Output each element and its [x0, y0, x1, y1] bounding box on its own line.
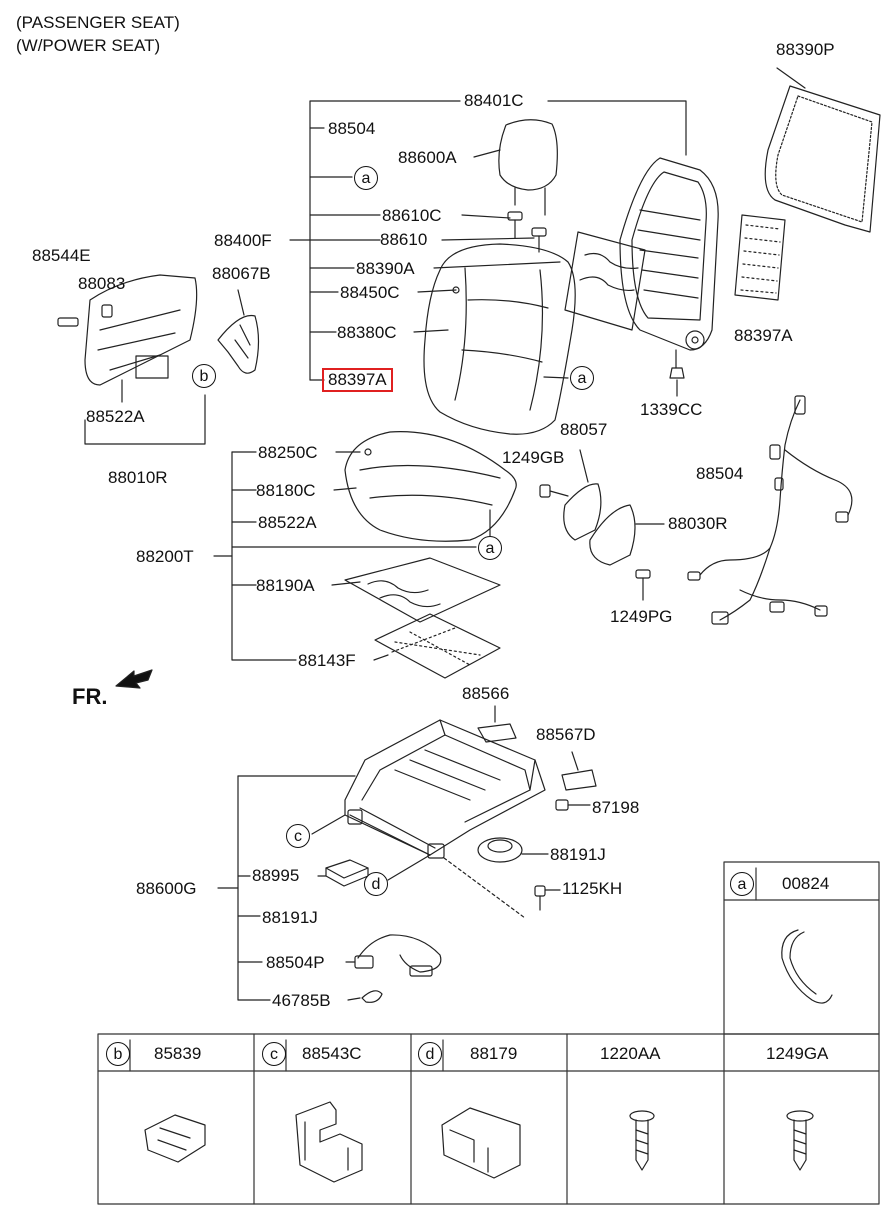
- diagram-title-line1: (PASSENGER SEAT): [16, 13, 180, 32]
- cover-88067B-drawing: [217, 289, 260, 374]
- legend-a-part[interactable]: 00824: [782, 874, 830, 893]
- part-88180C[interactable]: 88180C: [256, 481, 316, 500]
- module-88995-drawing: [325, 859, 369, 887]
- legend-screw-1220AA: [629, 1110, 655, 1171]
- callout-d-track: d: [364, 872, 388, 896]
- part-88567D[interactable]: 88567D: [536, 725, 596, 744]
- part-88191J-a[interactable]: 88191J: [550, 845, 606, 864]
- part-88600A[interactable]: 88600A: [398, 148, 457, 167]
- part-88566[interactable]: 88566: [462, 684, 510, 703]
- part-88544E[interactable]: 88544E: [32, 246, 91, 265]
- part-88083[interactable]: 88083: [78, 274, 126, 293]
- part-88610[interactable]: 88610: [380, 230, 428, 249]
- callout-a-seatback: a: [354, 166, 378, 190]
- legend-clip-88543C: [295, 1101, 363, 1183]
- part-88190A[interactable]: 88190A: [256, 576, 315, 595]
- side-cover-right-drawing: [539, 449, 665, 601]
- part-88390P[interactable]: 88390P: [776, 40, 835, 59]
- part-88522A-mid[interactable]: 88522A: [258, 513, 317, 532]
- side-shield-drawing: [57, 274, 206, 445]
- part-88600G[interactable]: 88600G: [136, 879, 197, 898]
- front-arrow-drawing: [115, 669, 153, 689]
- legend-table-lines: [97, 861, 880, 1205]
- part-88995[interactable]: 88995: [252, 866, 300, 885]
- seat-cushion-drawing: [344, 431, 517, 542]
- part-88397A-highlighted[interactable]: 88397A: [322, 368, 393, 392]
- legend-clip-88179: [441, 1107, 521, 1179]
- diagram-title-line2: (W/POWER SEAT): [16, 36, 161, 55]
- mesh-pad-88143F-drawing: [374, 613, 501, 679]
- part-88380C[interactable]: 88380C: [337, 323, 397, 342]
- track-bracket-lines: [217, 775, 431, 1001]
- front-direction-label: FR.: [72, 684, 108, 709]
- part-1125KH[interactable]: 1125KH: [562, 879, 623, 898]
- part-88504P[interactable]: 88504P: [266, 953, 325, 972]
- seatback-cushion-drawing: [423, 243, 576, 435]
- legend-f-part[interactable]: 1249GA: [766, 1044, 829, 1063]
- part-1339CC[interactable]: 1339CC: [640, 400, 703, 419]
- part-88143F[interactable]: 88143F: [298, 651, 356, 670]
- legend-a-letter: a: [730, 872, 754, 896]
- seat-pad-drawing: [344, 557, 501, 623]
- part-88057[interactable]: 88057: [560, 420, 608, 439]
- back-panel-drawing: [764, 67, 881, 233]
- harness-88504P-drawing: [354, 934, 442, 977]
- legend-b-part[interactable]: 85839: [154, 1044, 202, 1063]
- lumbar-pad-drawing: [564, 231, 646, 331]
- headrest-drawing: [498, 119, 558, 216]
- legend-clip-85839: [144, 1114, 206, 1163]
- nut-1339CC-drawing: [669, 367, 685, 397]
- part-88030R[interactable]: 88030R: [668, 514, 728, 533]
- part-88010R[interactable]: 88010R: [108, 468, 168, 487]
- part-88610C[interactable]: 88610C: [382, 206, 442, 225]
- callout-b-shield: b: [192, 364, 216, 388]
- part-88522A-left[interactable]: 88522A: [86, 407, 145, 426]
- part-88504-top[interactable]: 88504: [328, 119, 376, 138]
- part-88450C[interactable]: 88450C: [340, 283, 400, 302]
- part-87198[interactable]: 87198: [592, 798, 640, 817]
- seatback-bracket-lines: [289, 100, 687, 381]
- legend-b-letter: b: [106, 1042, 130, 1066]
- part-88200T[interactable]: 88200T: [136, 547, 194, 566]
- part-1249PG[interactable]: 1249PG: [610, 607, 673, 626]
- part-88504-right[interactable]: 88504: [696, 464, 744, 483]
- legend-e-part[interactable]: 1220AA: [600, 1044, 661, 1063]
- legend-wire-clip-00824: [781, 929, 833, 1004]
- legend-d-letter: d: [418, 1042, 442, 1066]
- part-88401C[interactable]: 88401C: [464, 91, 524, 110]
- part-88397A-right[interactable]: 88397A: [734, 326, 793, 345]
- part-46785B[interactable]: 46785B: [272, 991, 331, 1010]
- seatback-frame-drawing: [619, 157, 719, 369]
- clip-46785B-drawing: [361, 990, 383, 1003]
- part-88067B[interactable]: 88067B: [212, 264, 271, 283]
- wiring-harness-drawing: [687, 395, 853, 625]
- part-1249GB[interactable]: 1249GB: [502, 448, 565, 467]
- part-88191J-b[interactable]: 88191J: [262, 908, 318, 927]
- seat-track-drawing: [344, 719, 546, 919]
- callout-a-cushion: a: [570, 366, 594, 390]
- legend-c-part[interactable]: 88543C: [302, 1044, 362, 1063]
- part-88400F[interactable]: 88400F: [214, 231, 272, 250]
- part-88390A[interactable]: 88390A: [356, 259, 415, 278]
- callout-c-track: c: [286, 824, 310, 848]
- legend-d-part[interactable]: 88179: [470, 1044, 518, 1063]
- callout-a-seat: a: [478, 536, 502, 560]
- track-small-parts-drawing: [477, 705, 597, 911]
- legend-c-letter: c: [262, 1042, 286, 1066]
- legend-screw-1249GA: [786, 1110, 814, 1171]
- part-88250C[interactable]: 88250C: [258, 443, 318, 462]
- mesh-pad-right-drawing: [734, 214, 786, 301]
- seat-cushion-bracket-lines: [213, 451, 491, 661]
